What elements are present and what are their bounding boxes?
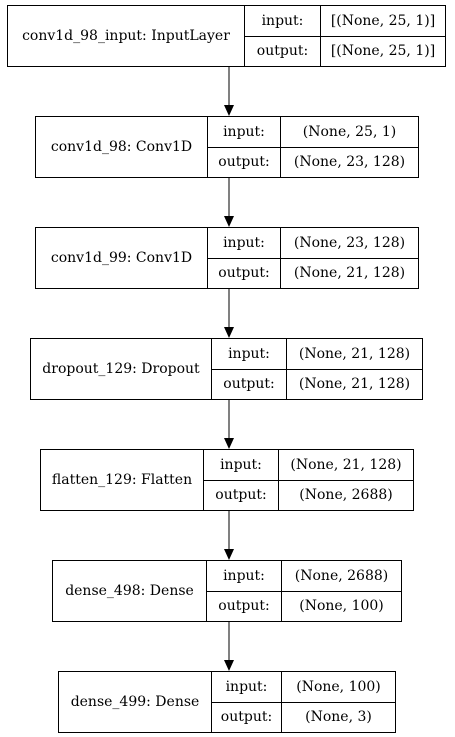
layer-io-table: input: (None, 23, 128) output: (None, 21, 1… bbox=[208, 228, 418, 288]
output-row: output: (None, 21, 128) bbox=[212, 368, 422, 399]
input-label: input: bbox=[212, 339, 287, 369]
layer-name: flatten_129: Flatten bbox=[41, 450, 204, 510]
output-row: output: (None, 3) bbox=[212, 701, 395, 732]
output-row: output: (None, 23, 128) bbox=[208, 146, 418, 177]
output-label: output: bbox=[204, 480, 279, 510]
output-shape: (None, 100) bbox=[299, 598, 384, 615]
input-shape: (None, 21, 128) bbox=[290, 456, 402, 473]
input-shape: (None, 2688) bbox=[294, 567, 389, 584]
input-label: input: bbox=[207, 561, 282, 591]
layer-name: conv1d_98_input: InputLayer bbox=[8, 6, 245, 66]
output-row: output: (None, 2688) bbox=[204, 479, 413, 510]
arrowhead-icon bbox=[224, 549, 234, 560]
output-label: output: bbox=[212, 702, 282, 732]
input-row: input: (None, 21, 128) bbox=[212, 339, 422, 369]
output-shape: (None, 2688) bbox=[299, 487, 393, 504]
input-row: input: (None, 23, 128) bbox=[208, 228, 418, 258]
input-shape: (None, 100) bbox=[296, 678, 381, 695]
input-shape: (None, 21, 128) bbox=[298, 345, 411, 362]
input-row: input: [(None, 25, 1)] bbox=[245, 6, 445, 36]
output-label: output: bbox=[208, 147, 281, 177]
input-shape: [(None, 25, 1)] bbox=[330, 12, 436, 29]
layer-name: conv1d_98: Conv1D bbox=[36, 117, 208, 177]
layer-io-table: input: [(None, 25, 1)] output: [(None, 25, … bbox=[245, 6, 445, 66]
layer-name: dense_499: Dense bbox=[59, 672, 212, 732]
layer-io-table: input: (None, 25, 1) output: (None, 23, 128… bbox=[208, 117, 418, 177]
output-label: output: bbox=[207, 591, 282, 621]
input-label: input: bbox=[245, 6, 321, 36]
arrowhead-icon bbox=[224, 438, 234, 449]
output-shape: (None, 3) bbox=[305, 709, 372, 726]
output-shape: (None, 21, 128) bbox=[293, 265, 406, 282]
layer-io-table: input: (None, 21, 128) output: (None, 21, 1… bbox=[212, 339, 422, 399]
arrowhead-icon bbox=[224, 216, 234, 227]
output-row: output: [(None, 25, 1)] bbox=[245, 35, 445, 66]
arrowhead-icon bbox=[224, 327, 234, 338]
arrowhead-icon bbox=[224, 660, 234, 671]
input-row: input: (None, 25, 1) bbox=[208, 117, 418, 147]
output-shape: (None, 23, 128) bbox=[293, 154, 406, 171]
layer-name: dropout_129: Dropout bbox=[31, 339, 212, 399]
output-label: output: bbox=[208, 258, 281, 288]
input-row: input: (None, 21, 128) bbox=[204, 450, 413, 480]
input-row: input: (None, 2688) bbox=[207, 561, 401, 591]
input-label: input: bbox=[212, 672, 282, 702]
input-row: input: (None, 100) bbox=[212, 672, 395, 702]
input-shape: (None, 23, 128) bbox=[293, 234, 406, 251]
output-shape: [(None, 25, 1)] bbox=[330, 43, 436, 60]
output-row: output: (None, 100) bbox=[207, 590, 401, 621]
input-label: input: bbox=[204, 450, 279, 480]
output-shape: (None, 21, 128) bbox=[298, 376, 411, 393]
output-row: output: (None, 21, 128) bbox=[208, 257, 418, 288]
output-label: output: bbox=[212, 369, 287, 399]
layer-io-table: input: (None, 2688) output: (None, 100) bbox=[207, 561, 401, 621]
layer-name: dense_498: Dense bbox=[53, 561, 207, 621]
layer-io-table: input: (None, 21, 128) output: (None, 2688) bbox=[204, 450, 413, 510]
input-label: input: bbox=[208, 117, 281, 147]
input-label: input: bbox=[208, 228, 281, 258]
layer-io-table: input: (None, 100) output: (None, 3) bbox=[212, 672, 395, 732]
output-label: output: bbox=[245, 36, 321, 66]
layer-name: conv1d_99: Conv1D bbox=[36, 228, 208, 288]
input-shape: (None, 25, 1) bbox=[302, 123, 397, 140]
arrowhead-icon bbox=[224, 105, 234, 116]
